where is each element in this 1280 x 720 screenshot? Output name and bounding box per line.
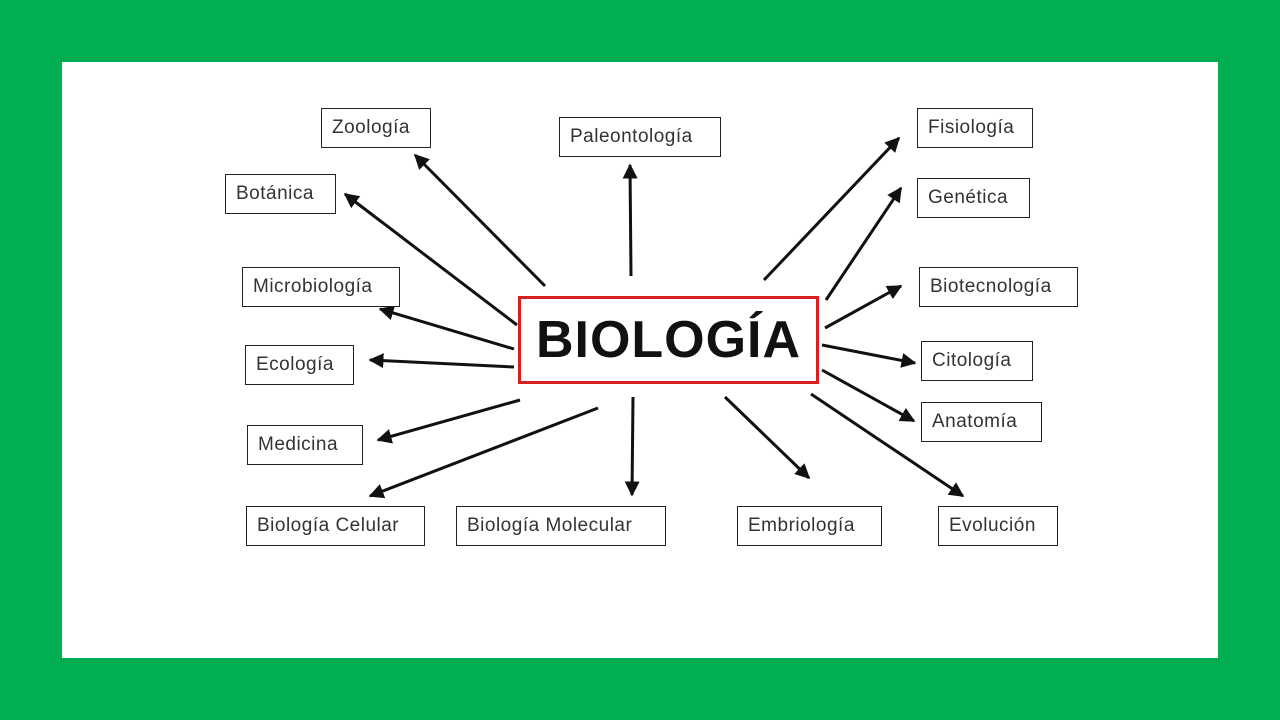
arrow-to-biologia-celular (368, 406, 599, 499)
node-citologia: Citología (921, 341, 1033, 381)
central-topic: BIOLOGÍA (518, 296, 819, 384)
arrow-to-botanica (343, 192, 518, 327)
arrow-to-genetica (824, 186, 903, 301)
arrow-to-evolucion (810, 392, 965, 498)
node-evolucion: Evolución (938, 506, 1058, 546)
arrow-to-medicina (376, 398, 521, 444)
arrow-to-embriologia (723, 395, 811, 480)
arrow-to-biotecnologia (824, 284, 903, 330)
arrow-to-biologia-molecular (624, 396, 640, 497)
arrow-to-fisiologia (762, 136, 901, 282)
node-biologia-molecular: Biología Molecular (456, 506, 666, 546)
arrow-to-citologia (821, 343, 917, 368)
node-fisiologia: Fisiología (917, 108, 1033, 148)
arrow-to-zoologia (413, 153, 547, 288)
arrow-to-anatomia (821, 368, 916, 423)
node-biologia-celular: Biología Celular (246, 506, 425, 546)
node-genetica: Genética (917, 178, 1030, 218)
arrow-to-microbiologia (378, 305, 515, 351)
node-embriologia: Embriología (737, 506, 882, 546)
node-microbiologia: Microbiología (242, 267, 400, 307)
node-medicina: Medicina (247, 425, 363, 465)
node-biotecnologia: Biotecnología (919, 267, 1078, 307)
node-paleontologia: Paleontología (559, 117, 721, 157)
node-ecologia: Ecología (245, 345, 354, 385)
arrow-to-ecologia (368, 353, 515, 369)
node-zoologia: Zoología (321, 108, 431, 148)
node-anatomia: Anatomía (921, 402, 1042, 442)
node-botanica: Botánica (225, 174, 336, 214)
arrow-to-paleontologia (622, 163, 638, 277)
